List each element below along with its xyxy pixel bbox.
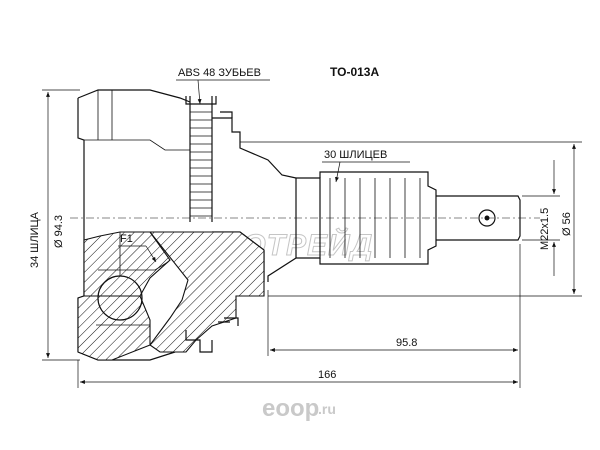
dim-total-length <box>77 244 521 388</box>
logo-suffix: .ru <box>318 401 336 417</box>
stub-axle <box>267 171 521 282</box>
part-number: TO-013A <box>330 65 379 79</box>
dim-thread-label: M22x1.5 <box>539 208 551 250</box>
f1-label: F1 <box>120 233 133 245</box>
dim-total-length-label: 166 <box>318 369 336 381</box>
logo-name: eoop <box>262 395 319 422</box>
leader-abs <box>176 79 270 105</box>
dim-seal-diameter-label: Ø 56 <box>561 212 573 236</box>
dim-thread <box>522 160 560 276</box>
dim-bell-diameter <box>42 89 80 361</box>
outer-spline-label: 30 ШЛИЦЕВ <box>324 149 387 161</box>
dim-seal-diameter <box>240 141 582 297</box>
dim-bell-diameter-label: Ø 94.3 <box>53 215 65 248</box>
cv-housing <box>77 89 297 361</box>
abs-teeth-label: ABS 48 ЗУБЬЕВ <box>178 67 261 79</box>
inner-spline-count-label: 34 ШЛИЦА <box>29 211 41 268</box>
eoop-logo: eoop .ru <box>262 395 336 422</box>
dim-shaft-length-label: 95.8 <box>396 337 417 349</box>
dim-shaft-length <box>267 290 518 356</box>
leader-f1 <box>118 245 157 263</box>
leader-outer-spline <box>322 161 410 183</box>
